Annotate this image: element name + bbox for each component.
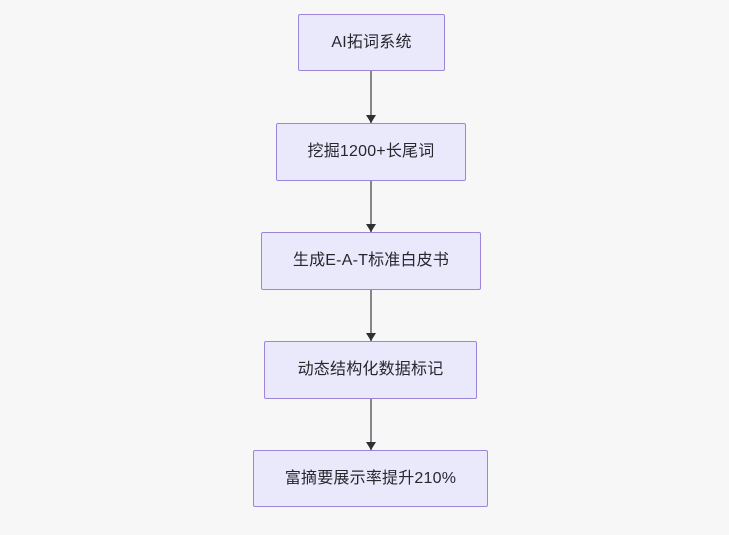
flow-node-n5[interactable]: 富摘要展示率提升210% (253, 450, 488, 507)
flow-node-n1[interactable]: AI拓词系统 (298, 14, 445, 71)
arrowhead-down-icon (365, 223, 376, 232)
edge-line-icon (370, 290, 372, 341)
edge-line-icon (370, 181, 372, 232)
flow-node-label: 生成E-A-T标准白皮书 (292, 252, 450, 270)
flow-node-label: 挖掘1200+长尾词 (307, 143, 435, 161)
arrowhead-down-icon (365, 441, 376, 450)
arrowhead-down-icon (365, 114, 376, 123)
flow-node-n2[interactable]: 挖掘1200+长尾词 (276, 123, 466, 181)
arrowhead-down-icon (365, 332, 376, 341)
flow-node-n3[interactable]: 生成E-A-T标准白皮书 (261, 232, 481, 290)
flow-node-label: AI拓词系统 (331, 33, 412, 51)
flow-node-label: 动态结构化数据标记 (297, 361, 444, 379)
flow-node-label: 富摘要展示率提升210% (284, 469, 457, 487)
flow-node-n4[interactable]: 动态结构化数据标记 (264, 341, 477, 399)
edge-line-icon (370, 399, 372, 450)
edge-line-icon (370, 71, 372, 123)
